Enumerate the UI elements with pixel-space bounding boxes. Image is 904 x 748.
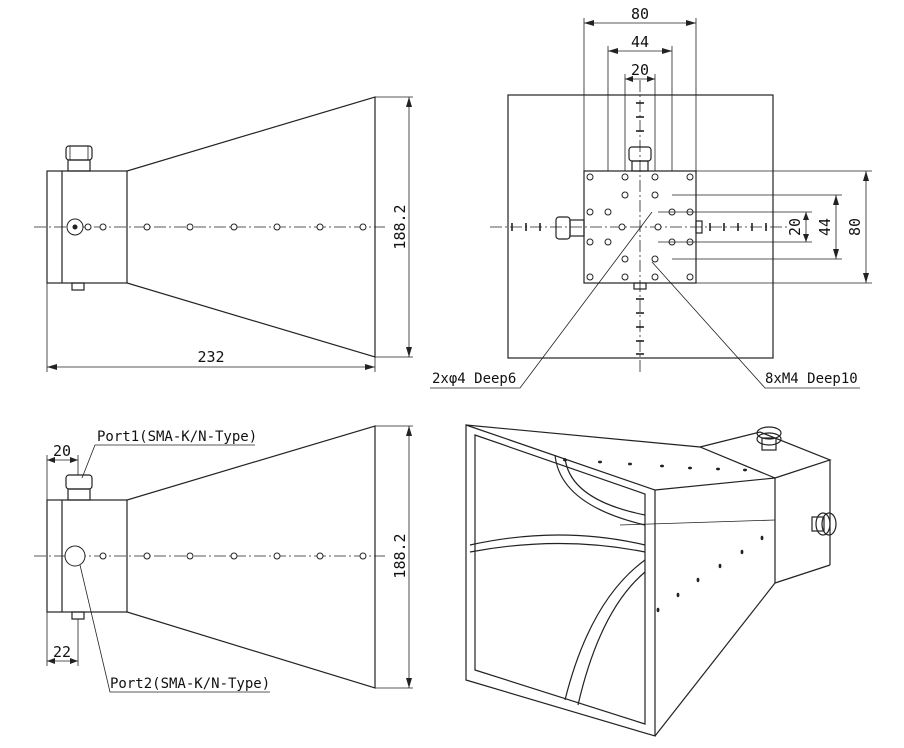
side-view-top: 188.2 232 — [34, 96, 413, 372]
port2-flange-icon — [64, 545, 86, 567]
width-outer-label: 80 — [631, 5, 649, 23]
port-offset-bottom-label: 22 — [53, 643, 71, 661]
iso-port1-connector-icon — [756, 426, 782, 451]
iso-side-holes — [656, 535, 764, 613]
holes-phi4-label: 2xφ4 Deep6 — [432, 371, 516, 387]
port-offset-top-label: 20 — [53, 442, 71, 460]
mounting-holes-row — [84, 223, 367, 231]
front-top-dimensions: 80 44 20 — [583, 5, 697, 171]
height-dimension-label: 188.2 — [391, 204, 409, 249]
isometric-view — [465, 424, 837, 737]
port1-label: Port1(SMA-K/N-Type) — [97, 429, 257, 445]
iso-port2-connector-icon — [811, 512, 837, 536]
height-mid-label: 44 — [816, 218, 834, 236]
front-right-dimensions: 80 44 20 — [658, 170, 872, 284]
height-dimension-label-bottom: 188.2 — [391, 533, 409, 578]
iso-top-holes — [563, 458, 747, 472]
width-mid-label: 44 — [631, 33, 649, 51]
width-inner-label: 20 — [631, 61, 649, 79]
port2-label: Port2(SMA-K/N-Type) — [110, 676, 270, 692]
height-outer-label: 80 — [846, 218, 864, 236]
port1-connector-bottom-icon — [65, 474, 93, 501]
port-connector-top-icon — [628, 146, 652, 172]
height-inner-label: 20 — [786, 218, 804, 236]
port1-connector-icon — [65, 145, 93, 172]
axis-tick-marks — [511, 102, 767, 355]
mounting-holes-row-bottom — [99, 552, 367, 560]
length-dimension-label: 232 — [197, 348, 224, 366]
holes-m4-label: 8xM4 Deep10 — [765, 371, 858, 387]
port-connector-left-icon — [555, 216, 585, 240]
side-view-bottom: 188.2 20 22 Port1(SMA-K/N-Type) Port2(SM… — [34, 425, 413, 693]
front-view: 80 44 20 80 44 — [430, 5, 872, 389]
port2-connector-icon — [66, 218, 84, 236]
